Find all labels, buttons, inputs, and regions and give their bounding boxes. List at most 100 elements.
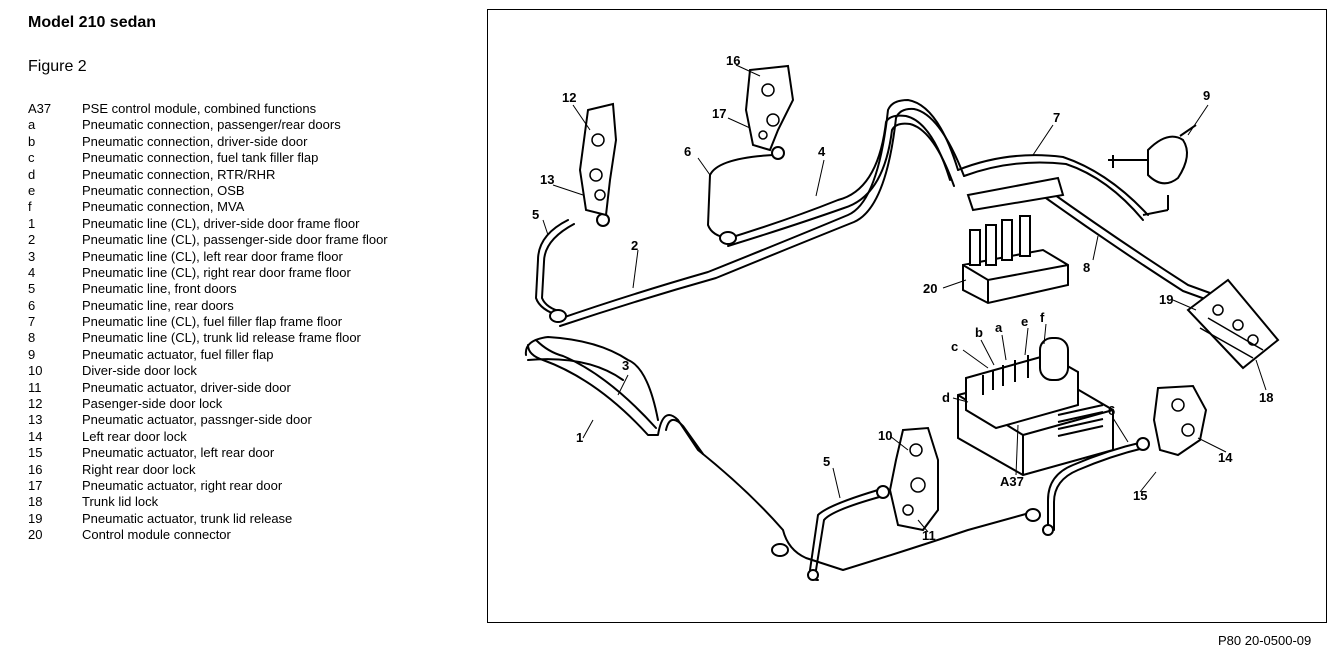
legend-row: b Pneumatic connection, driver-side door [28,134,458,150]
legend-key: 13 [28,412,43,428]
legend-row: 7 Pneumatic line (CL), fuel filler flap f… [28,314,458,330]
legend-key: 2 [28,232,36,248]
line-8 [1047,189,1229,301]
line-4b [727,122,955,247]
legend-description: Left rear door lock [82,428,187,444]
legend-key: 5 [28,281,36,297]
figure-label: Figure 2 [28,58,87,75]
line-6-right-b [1053,446,1149,531]
callout-label: 1 [576,430,583,445]
callout-label: d [942,390,950,405]
legend-description: Pneumatic actuator, trunk lid release [82,510,293,526]
legend-key: 12 [28,396,43,412]
legend-row: 19 Pneumatic actuator, trunk lid release [28,511,458,527]
legend-row: 4 Pneumatic line (CL), right rear door fr… [28,265,458,281]
fitting-icon [549,309,567,323]
callout-label: 20 [923,281,937,296]
legend-key: 14 [28,428,43,444]
legend-key: 19 [28,510,43,526]
legend-key: 15 [28,445,43,461]
legend-key: e [28,182,36,198]
legend-description: Pneumatic connection, RTR/RHR [82,166,276,182]
line-2b [559,107,965,327]
line-6-top [707,154,774,239]
diagram-title: Model 210 sedan [28,14,157,31]
legend-description: Trunk lid lock [82,494,159,510]
legend-description: Pneumatic actuator, fuel filler flap [82,346,274,362]
legend-description: Diver-side door lock [82,363,197,379]
line-5-left-b [541,223,575,313]
line-6-right [1047,441,1144,531]
legend-key: 7 [28,314,36,330]
legend-key: A37 [28,101,52,116]
legend-description: Pneumatic actuator, driver-side door [82,379,291,395]
legend-key: 20 [28,527,43,543]
callout-label: 7 [1053,110,1060,125]
legend-key: d [28,166,36,182]
fitting-icon [1025,508,1041,522]
callout-label: e [1021,314,1028,329]
legend-description: Pneumatic actuator, passnger-side door [82,412,312,428]
legend-row: 20 Control module connector [28,527,458,543]
callout-label: f [1040,310,1045,325]
callout-label: 8 [1083,260,1090,275]
callout-label: 14 [1218,450,1233,465]
fitting-icon [771,146,785,160]
callout-label: 18 [1259,390,1273,405]
legend-row: a Pneumatic connection, passenger/rear do… [28,117,458,133]
door-lock-16-icon [744,64,795,152]
line-7b [963,161,1144,221]
legend-row: 9 Pneumatic actuator, fuel filler flap [28,347,458,363]
fitting-icon [1136,437,1150,451]
legend-key: 9 [28,346,36,362]
legend-description: Pneumatic line (CL), fuel filler flap fr… [82,314,343,330]
line-2 [555,99,959,321]
legend-description: Pneumatic line (CL), trunk lid release f… [82,330,361,346]
legend-key: 4 [28,264,36,280]
callout-label: c [951,339,958,354]
legend-key: f [28,199,32,215]
line-3 [524,336,659,421]
legend-key: b [28,133,36,149]
legend-description: Pneumatic actuator, right rear door [82,477,283,493]
legend-description: Pneumatic connection, passenger/rear doo… [82,117,341,133]
fitting-icon [807,569,819,581]
legend-description: Pasenger-side door lock [82,396,223,412]
callout-label: 9 [1203,88,1210,103]
legend-description: Pneumatic connection, driver-side door [82,133,308,149]
legend-description: Right rear door lock [82,461,196,477]
line-5-bottom-b [815,495,884,571]
legend-description: Pneumatic line (CL), right rear door fra… [82,264,351,280]
legend-description: Pneumatic line, rear doors [82,297,234,313]
line-7 [957,154,1149,216]
legend-row: 12 Pasenger-side door lock [28,396,458,412]
callout-label: a [995,320,1003,335]
legend-description: Pneumatic connection, fuel tank filler f… [82,150,319,166]
callout-label: 11 [922,528,936,543]
callout-label: 5 [823,454,830,469]
fitting-icon [596,213,610,227]
fitting-icon [876,485,890,499]
callout-label: 12 [562,90,576,105]
fuel-flap-actuator-9-icon [1147,135,1188,185]
pneumatic-system-illustration: 16121764791352208191831cbaefdA3710511614… [524,53,1280,581]
legend-key: a [28,117,36,133]
callout-label: 6 [684,144,691,159]
legend-description: Control module connector [82,527,231,543]
legend-row: 13 Pneumatic actuator, passnger-side door [28,412,458,428]
legend-key: 16 [28,461,43,477]
legend-key: 6 [28,297,36,313]
legend-row: d Pneumatic connection, RTR/RHR [28,167,458,183]
legend-row: 16 Right rear door lock [28,462,458,478]
fitting-icon [719,231,737,245]
callout-label: 16 [726,53,740,68]
callout-label: 10 [878,428,892,443]
